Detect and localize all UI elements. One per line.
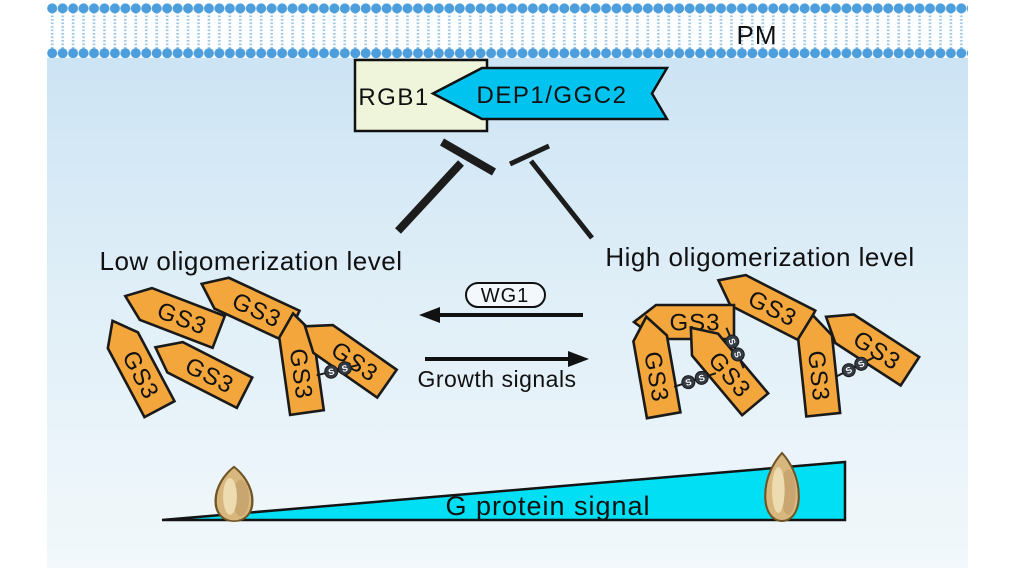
bond-s-label: S bbox=[341, 363, 349, 374]
disulfide-bond-icon: S S bbox=[725, 327, 745, 369]
membrane-label: PM bbox=[737, 20, 778, 50]
bond-s-label: S bbox=[327, 366, 335, 377]
inhibition-bar-left bbox=[395, 138, 496, 234]
rice-grain-large bbox=[764, 451, 800, 523]
rice-grain-small bbox=[214, 465, 254, 523]
high-oligomerization-label: High oligomerization level bbox=[605, 242, 914, 272]
growth-signals-label: Growth signals bbox=[417, 366, 576, 392]
disulfide-bond-icon: S S bbox=[316, 361, 360, 379]
bond-s-label: S bbox=[726, 337, 738, 346]
g-protein-signal-label: G protein signal bbox=[445, 491, 650, 521]
g-protein-signal-wedge bbox=[161, 460, 847, 522]
bond-s-label: S bbox=[844, 365, 854, 377]
wg1-label: WG1 bbox=[481, 285, 530, 307]
gs3-monomer: GS3 bbox=[628, 312, 682, 420]
bond-s-label: S bbox=[856, 358, 866, 370]
gs3-label: GS3 bbox=[802, 349, 834, 403]
rgb1-label: RGB1 bbox=[358, 84, 429, 111]
wg1-pill bbox=[465, 282, 546, 308]
inhibition-bar-right bbox=[508, 143, 594, 240]
dep1-ggc2-protein bbox=[430, 66, 670, 121]
gs3-monomer: GS3 bbox=[794, 312, 842, 418]
dep1-ggc2-label: DEP1/GGC2 bbox=[477, 82, 628, 109]
disulfide-bond-icon: S S bbox=[834, 356, 876, 378]
plasma-membrane bbox=[47, 3, 968, 58]
disulfide-bond-icon: S S bbox=[673, 370, 717, 390]
left-arrow bbox=[419, 307, 583, 323]
gs3-monomer: GS3 bbox=[274, 309, 326, 417]
bond-s-label: S bbox=[732, 350, 744, 359]
right-arrow bbox=[425, 351, 589, 367]
low-oligomerization-label: Low oligomerization level bbox=[100, 246, 403, 276]
bond-s-label: S bbox=[697, 372, 706, 383]
bond-s-label: S bbox=[684, 377, 693, 388]
